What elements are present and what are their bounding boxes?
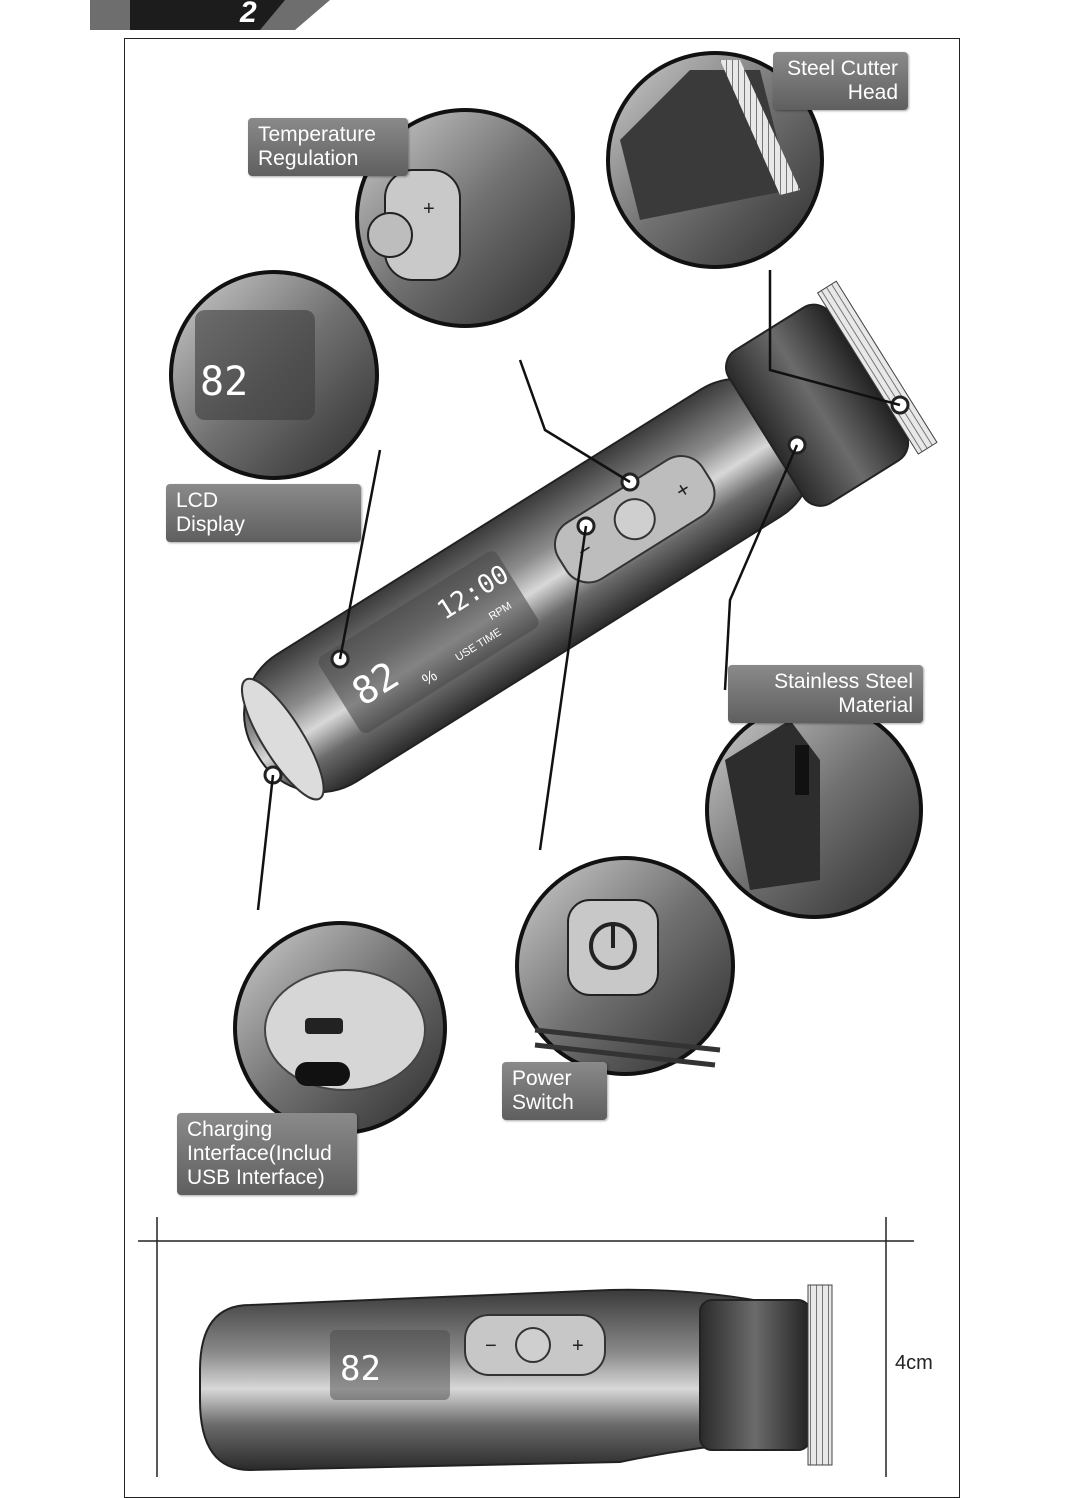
zoom-charging-port	[233, 921, 447, 1135]
label-charging-interface: Charging Interface(Includ USB Interface)	[177, 1113, 357, 1195]
label-temperature-regulation: Temperature Regulation	[248, 118, 408, 176]
zoom-lcd: 82	[169, 270, 379, 480]
label-lcd-display: LCD Display	[166, 484, 361, 542]
trimmer-main: 12:00 RPM USE TIME 82 % − +	[241, 280, 938, 801]
power-button[interactable]	[607, 492, 662, 547]
trimmer-side-view: 82 − +	[199, 1284, 833, 1472]
zoom-lcd-battery: 82	[200, 359, 248, 405]
side-plus-button: +	[572, 1335, 584, 1357]
zoom-plus-label: +	[423, 198, 435, 220]
label-steel-cutter-head: Steel Cutter Head	[773, 52, 908, 110]
zoom-power-switch	[515, 856, 735, 1076]
leader-lines	[256, 270, 901, 911]
dimension-label: 4cm	[895, 1352, 933, 1374]
zoom-temperature-buttons: +	[355, 108, 575, 328]
label-power-switch: Power Switch	[502, 1062, 607, 1120]
side-lcd-battery: 82	[340, 1349, 381, 1389]
step-header-tab: 2	[90, 0, 330, 30]
side-minus-button: −	[485, 1335, 497, 1357]
zoom-stainless	[705, 701, 923, 919]
label-stainless-steel: Stainless Steel Material	[728, 665, 923, 723]
zoom-cutter-head	[606, 51, 824, 269]
step-number: 2	[239, 0, 257, 29]
